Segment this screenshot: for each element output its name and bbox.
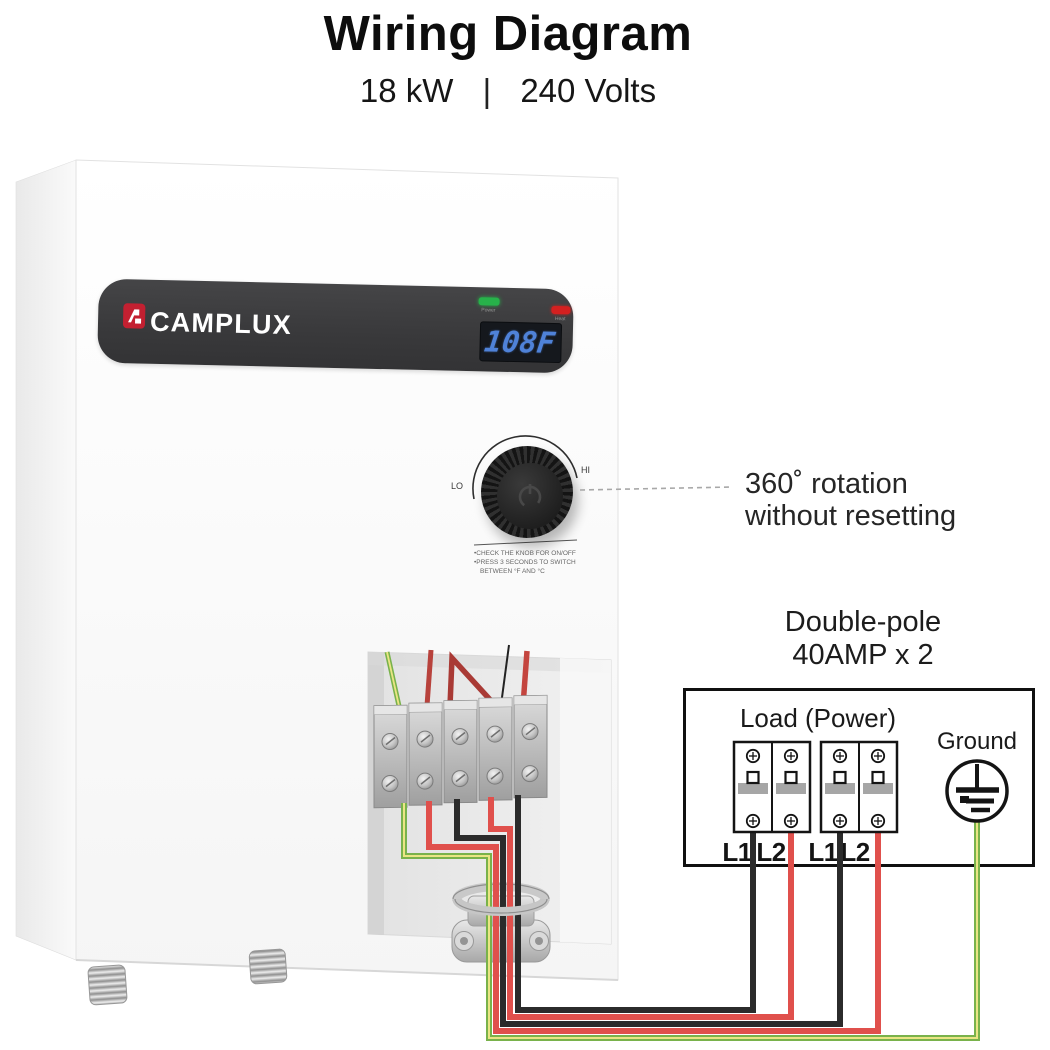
red-wire-breaker1-l2 (488, 797, 794, 1020)
load-power-label: Load (Power) (739, 703, 897, 733)
stub-ground-stripe (386, 651, 400, 707)
stub-red-wire-bent (447, 651, 497, 707)
breaker-annotation-line2: 40AMP x 2 (792, 639, 934, 671)
terminal-block-segment (408, 702, 443, 806)
double-pole-breaker-2 (819, 740, 899, 834)
terminal-block-segment (513, 694, 548, 799)
double-pole-breaker-1 (732, 740, 812, 834)
knob-range-arc (472, 435, 578, 500)
knob-high-mark: HI (581, 465, 590, 475)
ground-wire-stripe (403, 803, 978, 1039)
rotation-annotation-line1: 360˚ rotation (745, 468, 908, 500)
heater-bottom-edge (75, 959, 619, 981)
terminal-label-l2-b: L2 (840, 837, 870, 867)
breaker-annotation-line1: Double-pole (784, 606, 942, 638)
stub-sensor-wire (500, 644, 510, 706)
breaker-annotation: Double-pole 40AMP x 2 (742, 606, 984, 672)
spec-subtitle: 18 kW | 240 Volts (0, 72, 1016, 110)
knob-instruction-line: •PRESS 3 SECONDS TO SWITCH (474, 559, 576, 566)
red-wire-breaker2-l2 (426, 801, 881, 1034)
subtitle-separator: | (482, 72, 492, 109)
voltage-rating: 240 Volts (520, 72, 657, 109)
conduit-clamp-front (452, 898, 550, 916)
camplux-logo-icon (122, 303, 146, 329)
page-title: Wiring Diagram (323, 7, 693, 61)
ground-label: Ground (936, 728, 1018, 755)
terminal-block-segment (478, 697, 513, 801)
terminal-label-l1-a: L1 (722, 837, 752, 867)
water-fitting-right (248, 948, 288, 985)
rotation-annotation: 360˚ rotation without resetting (745, 468, 956, 532)
conduit-clamp-front-edge (454, 898, 548, 914)
knob-low-mark: LO (451, 481, 464, 491)
control-panel: CAMPLUX Power Heat 108F (97, 278, 574, 374)
water-fitting-left (87, 964, 128, 1006)
rotation-annotation-line2: without resetting (745, 500, 957, 532)
recess-right-panel (560, 658, 611, 944)
terminal-block-segment (443, 699, 478, 804)
knob-instructions: •CHECK THE KNOB FOR ON/OFF •PRESS 3 SECO… (474, 549, 596, 576)
terminal-label-l2-a: L2 (756, 837, 786, 867)
black-wire-breaker1-l1 (515, 795, 756, 1013)
knob-instruction-line: BETWEEN °F AND °C (480, 568, 545, 575)
knob-instruction-line: •CHECK THE KNOB FOR ON/OFF (474, 550, 576, 557)
dashed-leader-line (579, 486, 733, 491)
terminal-label-l1-b: L1 (808, 837, 838, 867)
power-rating: 18 kW (359, 72, 454, 109)
stub-red-wire-1 (424, 649, 434, 707)
terminal-block-segment (373, 704, 408, 809)
knob-note-divider (473, 539, 578, 546)
black-wire-breaker2-l1 (454, 799, 843, 1027)
ground-icon (945, 759, 1009, 823)
